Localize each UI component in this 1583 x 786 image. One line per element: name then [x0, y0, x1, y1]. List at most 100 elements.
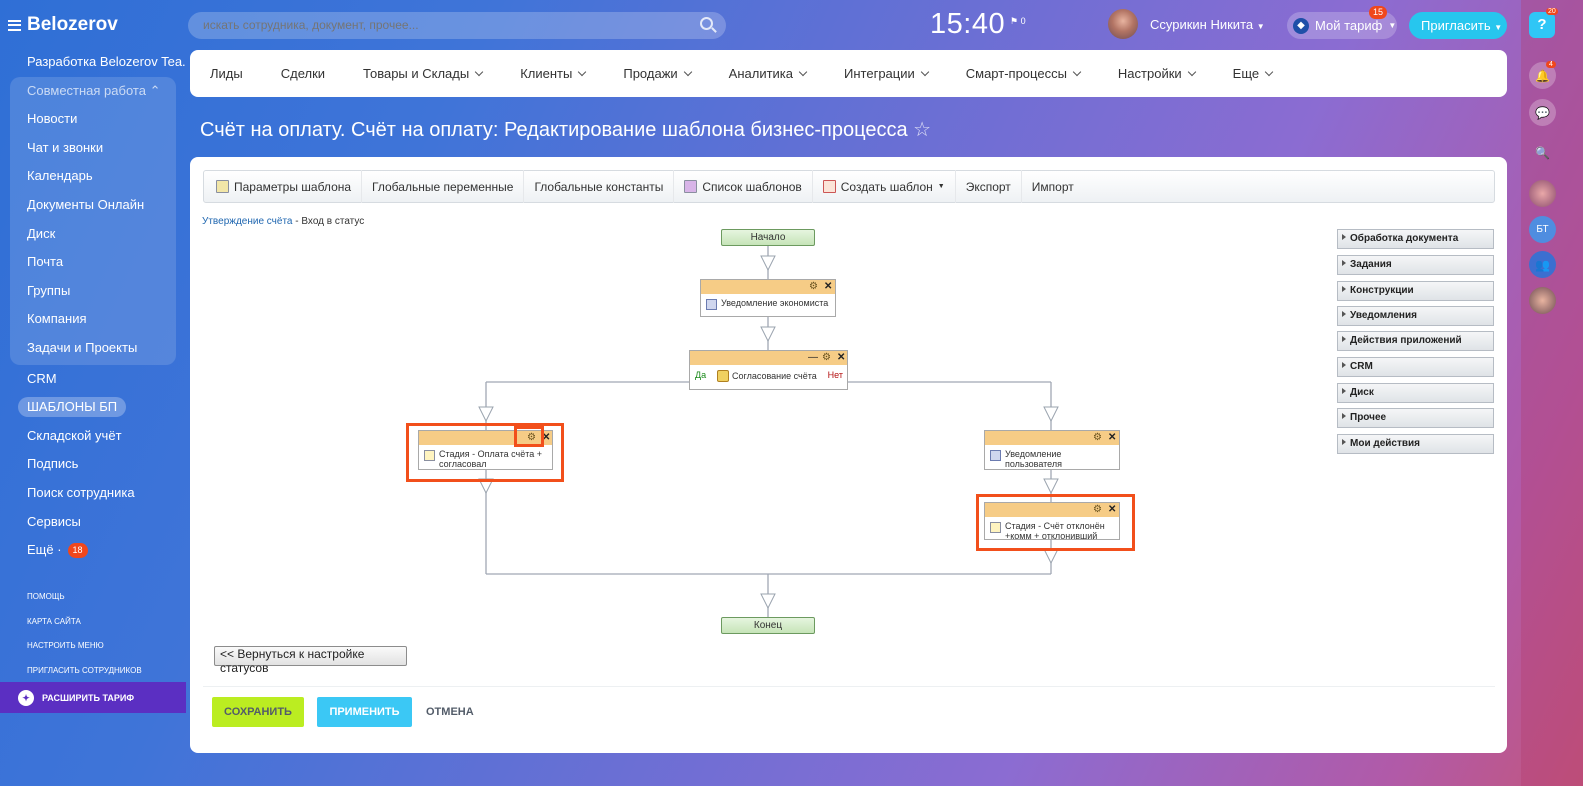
template-params-button[interactable]: Параметры шаблона: [216, 170, 363, 203]
sidebar-item-calendar[interactable]: Календарь: [27, 168, 93, 184]
expand-icon: [1342, 439, 1346, 445]
menu-item-sales[interactable]: Продажи: [623, 66, 692, 81]
search-icon[interactable]: [700, 17, 713, 30]
template-list-button[interactable]: Список шаблонов: [684, 170, 813, 203]
sidebar-item-tasks[interactable]: Задачи и Проекты: [27, 339, 138, 355]
sidebar-item-mail[interactable]: Почта: [27, 254, 64, 270]
menu-item-integrations[interactable]: Интеграции: [844, 66, 929, 81]
search-input[interactable]: [188, 12, 726, 39]
gear-icon[interactable]: ⚙: [527, 432, 536, 443]
clock: 15:40: [930, 8, 1006, 40]
palette-notifications[interactable]: Уведомления: [1337, 306, 1494, 326]
contact-avatar-icon[interactable]: [1529, 287, 1556, 314]
configure-menu-link[interactable]: Настроить меню: [27, 641, 104, 650]
menu-item-leads[interactable]: Лиды: [210, 66, 243, 81]
activity-stage-paid[interactable]: ⚙✕ Стадия - Оплата счёта + согласовал: [418, 430, 553, 470]
export-button[interactable]: Экспорт: [966, 170, 1022, 203]
expand-icon: [1342, 286, 1346, 292]
create-template-button[interactable]: Создать шаблон▼: [822, 170, 956, 203]
palette-disk[interactable]: Диск: [1337, 383, 1494, 403]
sidebar-item-groups[interactable]: Группы: [27, 282, 71, 298]
sidebar-item-search-employee[interactable]: Поиск сотрудника: [27, 484, 135, 500]
search-icon[interactable]: 🔍: [1535, 145, 1550, 160]
breadcrumb-link[interactable]: Утверждение счёта: [202, 216, 293, 227]
sidebar-item-services[interactable]: Сервисы: [27, 513, 81, 529]
menu-item-analytics[interactable]: Аналитика: [729, 66, 808, 81]
sidebar-item-disk[interactable]: Диск: [27, 225, 56, 241]
flag-counter[interactable]: ⚑ 0: [1010, 16, 1026, 26]
approval-icon: [717, 370, 729, 382]
sidebar-item-warehouse[interactable]: Складской учёт: [27, 427, 122, 443]
branch-yes-label: Да: [695, 370, 707, 380]
gear-icon[interactable]: ⚙: [822, 352, 831, 363]
gear-icon[interactable]: ⚙: [1093, 432, 1102, 443]
group-chat-icon[interactable]: 👥: [1529, 251, 1556, 278]
sidebar-portal[interactable]: Разработка Belozerov Tea...: [27, 54, 186, 69]
save-button[interactable]: СОХРАНИТЬ: [212, 697, 304, 727]
gear-icon[interactable]: ⚙: [809, 281, 818, 292]
global-variables-button[interactable]: Глобальные переменные: [372, 170, 525, 203]
help-icon[interactable]: ?: [1529, 12, 1555, 38]
menu-item-settings[interactable]: Настройки: [1118, 66, 1196, 81]
sidebar: Разработка Belozerov Tea... Совместная р…: [0, 48, 186, 565]
minimize-icon[interactable]: —: [808, 352, 818, 363]
menu-item-products[interactable]: Товары и Склады: [363, 66, 484, 81]
help-link[interactable]: Помощь: [27, 592, 65, 601]
invite-employees-link[interactable]: Пригласить сотрудников: [27, 665, 142, 675]
star-icon[interactable]: ☆: [913, 119, 932, 141]
activity-notify-economist[interactable]: ⚙✕ Уведомление экономиста: [700, 279, 836, 317]
close-icon[interactable]: ✕: [1108, 432, 1117, 443]
close-icon[interactable]: ✕: [1108, 504, 1117, 515]
expand-icon: [1342, 362, 1346, 368]
invite-button[interactable]: Пригласить ▼: [1409, 12, 1507, 39]
sidebar-item-sign[interactable]: Подпись: [27, 456, 79, 472]
upgrade-tariff-button[interactable]: ✦Расширить тариф: [0, 682, 186, 713]
menu-item-more[interactable]: Еще: [1233, 66, 1274, 81]
global-constants-button[interactable]: Глобальные константы: [534, 170, 675, 203]
palette-app-actions[interactable]: Действия приложений: [1337, 331, 1494, 351]
chevron-up-icon: ⌃: [149, 82, 161, 98]
close-icon[interactable]: ✕: [542, 432, 551, 443]
sidebar-item-company[interactable]: Компания: [27, 311, 87, 327]
back-to-statuses-button[interactable]: << Вернуться к настройке статусов: [214, 646, 407, 675]
menu-icon[interactable]: [8, 19, 21, 31]
user-menu[interactable]: Ссурикин Никита ▼: [1150, 17, 1265, 32]
sidebar-group-title[interactable]: Совместная работа ⌃: [27, 82, 161, 98]
sidebar-item-crm[interactable]: CRM: [27, 370, 57, 386]
start-node[interactable]: Начало: [721, 229, 815, 246]
sitemap-link[interactable]: Карта сайта: [27, 616, 81, 626]
contact-avatar-icon[interactable]: [1529, 180, 1556, 207]
menu-item-deals[interactable]: Сделки: [280, 66, 326, 81]
sidebar-item-docs[interactable]: Документы Онлайн: [27, 196, 145, 212]
chat-icon[interactable]: 💬: [1529, 99, 1556, 126]
sidebar-item-chat[interactable]: Чат и звонки: [27, 139, 104, 155]
close-icon[interactable]: ✕: [837, 352, 846, 363]
menu-item-clients[interactable]: Клиенты: [520, 66, 587, 81]
palette-tasks[interactable]: Задания: [1337, 255, 1494, 275]
sidebar-item-bp-templates[interactable]: ШАБЛОНЫ БП: [0, 393, 186, 422]
menu-item-smart-processes[interactable]: Смарт-процессы: [966, 66, 1082, 81]
activity-stage-rejected[interactable]: ⚙✕ Стадия - Счёт отклонён +комм + отклон…: [984, 502, 1120, 541]
sidebar-item-news[interactable]: Новости: [27, 111, 78, 127]
logo[interactable]: Belozerov: [8, 14, 118, 36]
palette-my-actions[interactable]: Мои действия: [1337, 434, 1494, 454]
palette-constructions[interactable]: Конструкции: [1337, 281, 1494, 301]
chevron-down-icon: [1187, 67, 1196, 77]
contact-initials-icon[interactable]: БТ: [1529, 216, 1556, 243]
palette-other[interactable]: Прочее: [1337, 408, 1494, 428]
apply-button[interactable]: ПРИМЕНИТЬ: [317, 697, 412, 727]
palette-crm[interactable]: CRM: [1337, 357, 1494, 377]
end-node[interactable]: Конец: [721, 617, 815, 634]
cancel-link[interactable]: ОТМЕНА: [426, 706, 474, 718]
close-icon[interactable]: ✕: [824, 281, 833, 292]
activity-notify-user[interactable]: ⚙✕ Уведомление пользователя: [984, 430, 1120, 470]
user-avatar[interactable]: [1108, 9, 1138, 39]
notification-icon: [990, 450, 1001, 461]
edit-document-icon: [424, 450, 435, 461]
caret-down-icon: ▼: [937, 183, 945, 190]
gear-icon[interactable]: ⚙: [1093, 504, 1102, 515]
palette-document-processing[interactable]: Обработка документа: [1337, 229, 1494, 249]
import-button[interactable]: Импорт: [1031, 179, 1074, 194]
sidebar-item-more[interactable]: Ещё ·18: [0, 536, 186, 565]
